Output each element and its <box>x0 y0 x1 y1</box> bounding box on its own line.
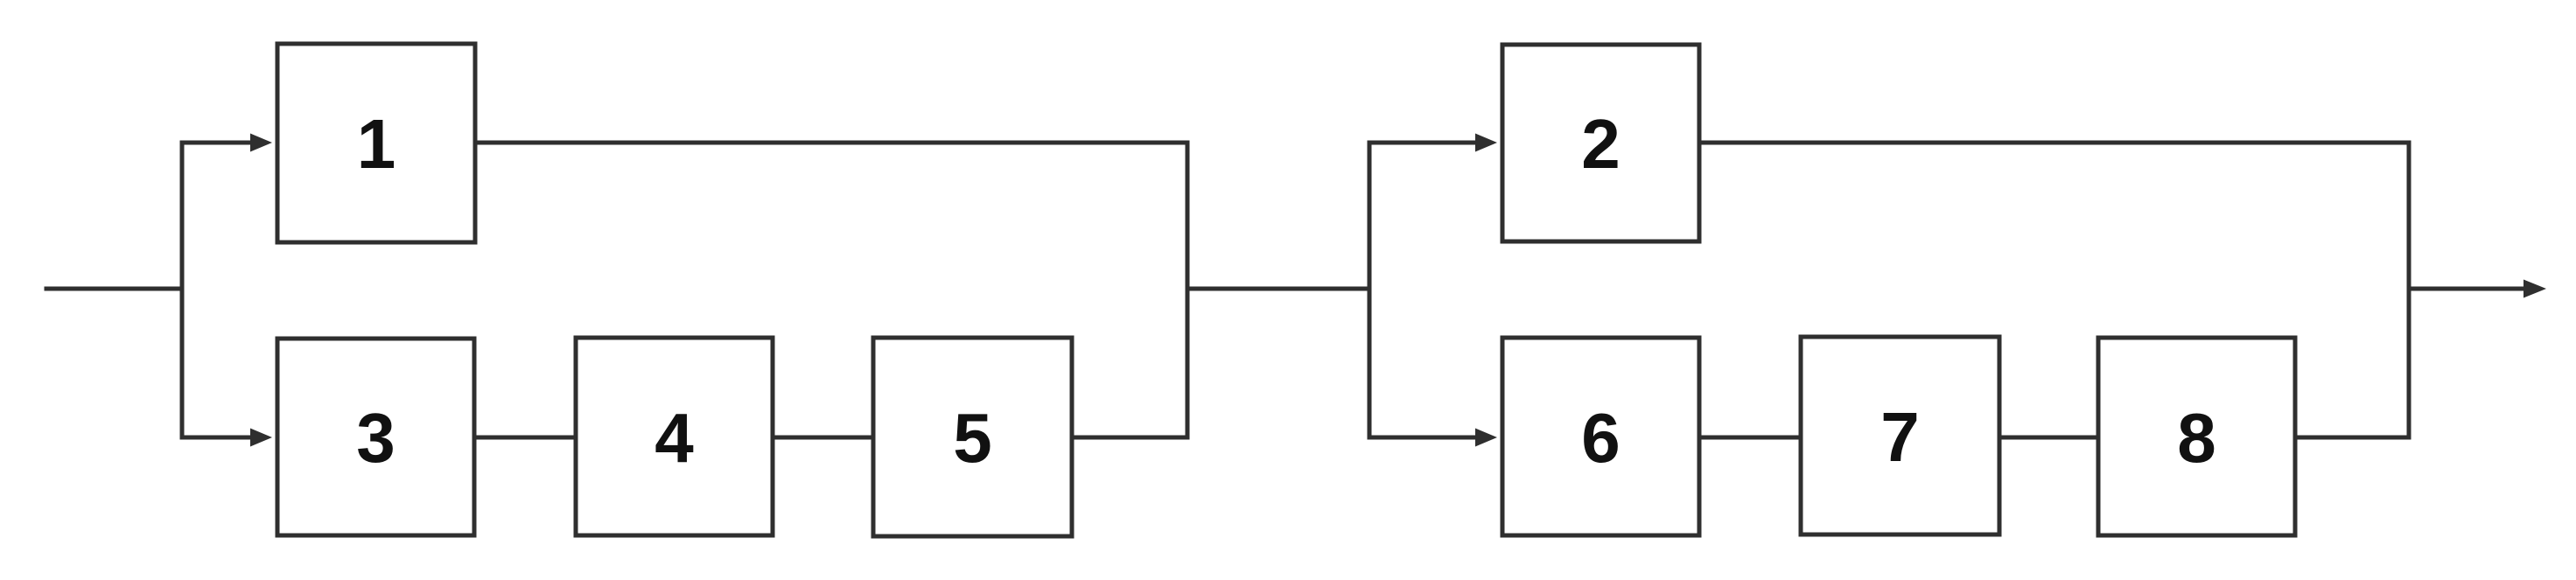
block-2 <box>1500 42 1702 244</box>
block-8 <box>2096 335 2298 538</box>
arrowhead-into-block-6 <box>1475 428 1497 447</box>
wires <box>44 140 2526 440</box>
block-labels: 1 3 4 5 2 6 7 8 <box>356 105 2216 477</box>
output-arrowhead <box>2524 279 2546 298</box>
block-6 <box>1500 335 1702 538</box>
block-3 <box>275 336 477 538</box>
arrowhead-into-block-3 <box>250 428 272 447</box>
block-2-label: 2 <box>1581 105 1620 183</box>
arrowheads <box>250 133 2546 447</box>
arrowhead-into-block-1 <box>250 133 272 152</box>
arrowhead-into-block-2 <box>1475 133 1497 152</box>
block-7 <box>1798 334 2002 537</box>
block-4 <box>573 335 775 538</box>
block-1-label: 1 <box>357 105 396 183</box>
block-5-label: 5 <box>953 399 992 477</box>
block-3-label: 3 <box>356 399 396 477</box>
block-4-label: 4 <box>654 399 694 477</box>
block-5 <box>871 335 1074 539</box>
block-1 <box>275 41 478 245</box>
blocks <box>275 41 2298 539</box>
block-7-label: 7 <box>1880 398 1920 476</box>
block-8-label: 8 <box>2177 399 2216 477</box>
block-6-label: 6 <box>1581 399 1620 477</box>
